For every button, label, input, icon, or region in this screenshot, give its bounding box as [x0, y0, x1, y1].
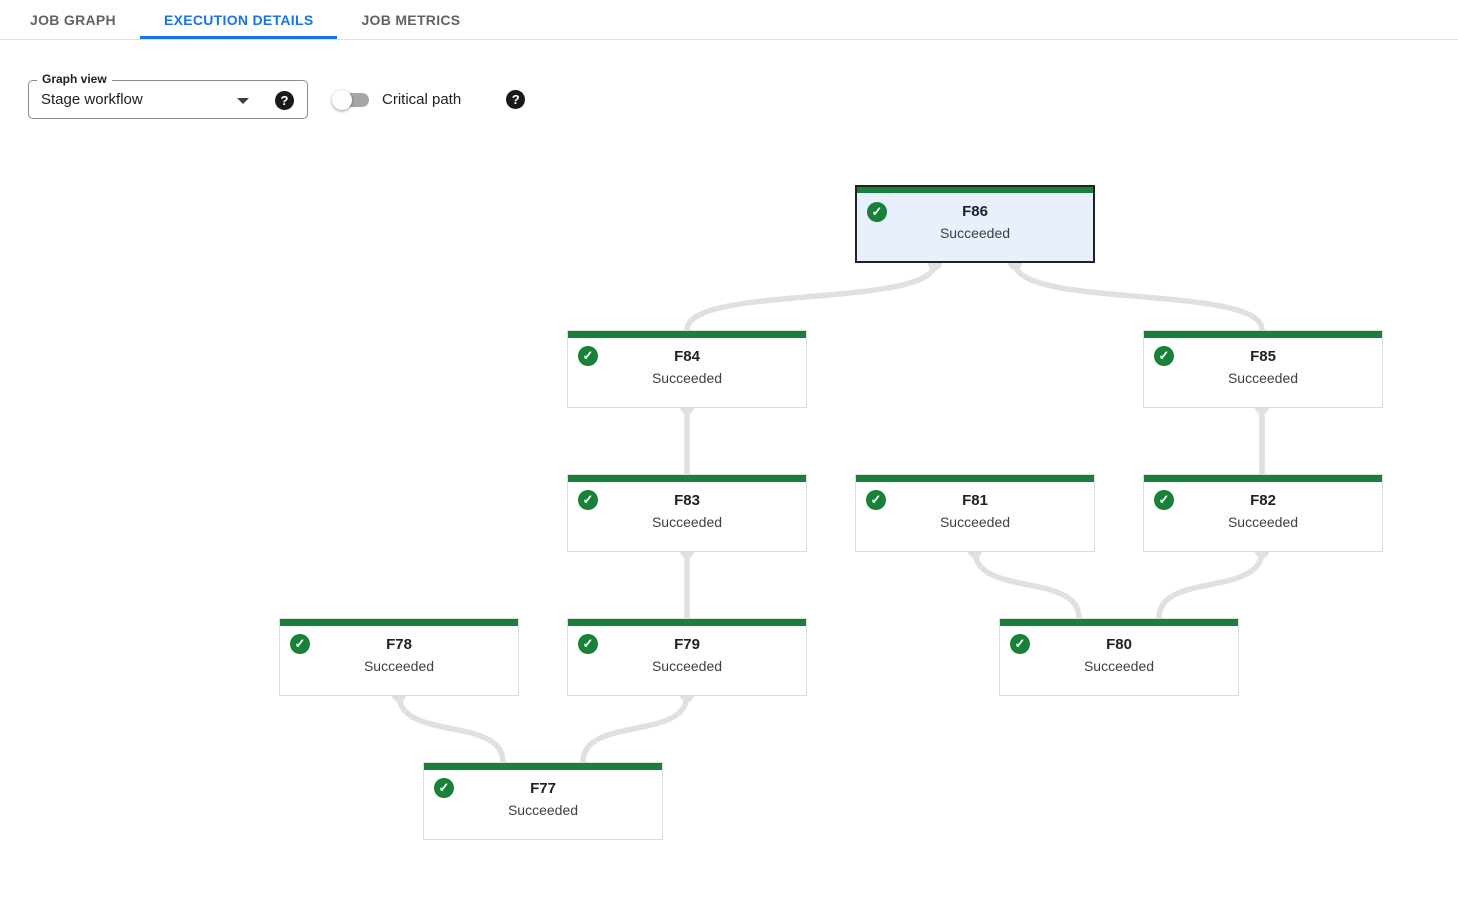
stage-node-f86[interactable]: ✓ F86 Succeeded	[855, 185, 1095, 263]
check-circle-icon: ✓	[866, 490, 886, 510]
check-circle-icon: ✓	[1010, 634, 1030, 654]
stage-status: Succeeded	[1227, 370, 1299, 386]
tab-bar: JOB GRAPH EXECUTION DETAILS JOB METRICS	[0, 0, 1458, 40]
critical-path-label: Critical path	[382, 91, 462, 108]
status-bar	[1144, 331, 1382, 338]
stage-status: Succeeded	[939, 225, 1011, 241]
edge-f82-f80	[1156, 550, 1265, 619]
toolbar: Graph view Stage workflow ? Critical pat…	[28, 72, 526, 119]
stage-status: Succeeded	[651, 514, 723, 530]
stage-name: F82	[1250, 492, 1276, 509]
stage-name: F77	[530, 780, 556, 797]
check-circle-icon: ✓	[578, 490, 598, 510]
tab-label: JOB METRICS	[361, 11, 461, 28]
stage-name: F85	[1250, 348, 1276, 365]
stage-node-f81[interactable]: ✓ F81 Succeeded	[855, 474, 1095, 552]
stage-name: F84	[674, 348, 700, 365]
stage-node-f84[interactable]: ✓ F84 Succeeded	[567, 330, 807, 408]
graph-view-selected-value: Stage workflow	[41, 91, 143, 108]
stage-node-f78[interactable]: ✓ F78 Succeeded	[279, 618, 519, 696]
tab-execution-details[interactable]: EXECUTION DETAILS	[139, 0, 338, 39]
toggle-knob	[332, 89, 352, 110]
check-circle-icon: ✓	[434, 778, 454, 798]
stage-status: Succeeded	[363, 658, 435, 674]
graph-view-help-icon[interactable]: ?	[275, 91, 294, 110]
status-bar	[568, 331, 806, 338]
graph-view-field-label: Graph view	[37, 72, 112, 86]
status-bar	[568, 619, 806, 626]
stage-status: Succeeded	[1227, 514, 1299, 530]
status-bar	[424, 763, 662, 770]
stage-node-f85[interactable]: ✓ F85 Succeeded	[1143, 330, 1383, 408]
check-circle-icon: ✓	[578, 634, 598, 654]
stage-status: Succeeded	[651, 658, 723, 674]
stage-node-f79[interactable]: ✓ F79 Succeeded	[567, 618, 807, 696]
status-bar	[280, 619, 518, 626]
tab-label: EXECUTION DETAILS	[163, 11, 314, 28]
stage-node-f82[interactable]: ✓ F82 Succeeded	[1143, 474, 1383, 552]
dropdown-arrow-icon	[237, 98, 249, 104]
edge-f81-f80	[972, 550, 1082, 619]
edge-f79-f77	[580, 694, 690, 763]
stage-name: F80	[1106, 636, 1132, 653]
edge-f86-f84	[684, 262, 938, 331]
critical-path-toggle[interactable]	[332, 89, 370, 110]
stage-node-f83[interactable]: ✓ F83 Succeeded	[567, 474, 807, 552]
status-bar	[857, 187, 1093, 193]
status-bar	[568, 475, 806, 482]
stage-node-f80[interactable]: ✓ F80 Succeeded	[999, 618, 1239, 696]
stage-status: Succeeded	[1083, 658, 1155, 674]
status-bar	[1000, 619, 1238, 626]
check-circle-icon: ✓	[867, 202, 887, 222]
graph-view-select[interactable]: Graph view Stage workflow ?	[28, 72, 308, 119]
stage-name: F78	[386, 636, 412, 653]
edge-f86-f85	[1012, 262, 1265, 331]
critical-path-help-icon[interactable]: ?	[506, 90, 526, 109]
stage-status: Succeeded	[939, 514, 1011, 530]
tab-job-metrics[interactable]: JOB METRICS	[337, 0, 484, 39]
check-circle-icon: ✓	[578, 346, 598, 366]
stage-status: Succeeded	[507, 802, 579, 818]
stage-node-f77[interactable]: ✓ F77 Succeeded	[423, 762, 663, 840]
check-circle-icon: ✓	[1154, 490, 1174, 510]
stage-name: F86	[962, 203, 988, 220]
stage-name: F83	[674, 492, 700, 509]
status-bar	[856, 475, 1094, 482]
check-circle-icon: ✓	[290, 634, 310, 654]
check-circle-icon: ✓	[1154, 346, 1174, 366]
stage-status: Succeeded	[651, 370, 723, 386]
critical-path-control: Critical path ?	[332, 89, 526, 110]
stage-name: F81	[962, 492, 988, 509]
edge-f78-f77	[396, 694, 506, 763]
tab-label: JOB GRAPH	[30, 11, 116, 28]
status-bar	[1144, 475, 1382, 482]
stage-name: F79	[674, 636, 700, 653]
tab-job-graph[interactable]: JOB GRAPH	[6, 0, 140, 39]
